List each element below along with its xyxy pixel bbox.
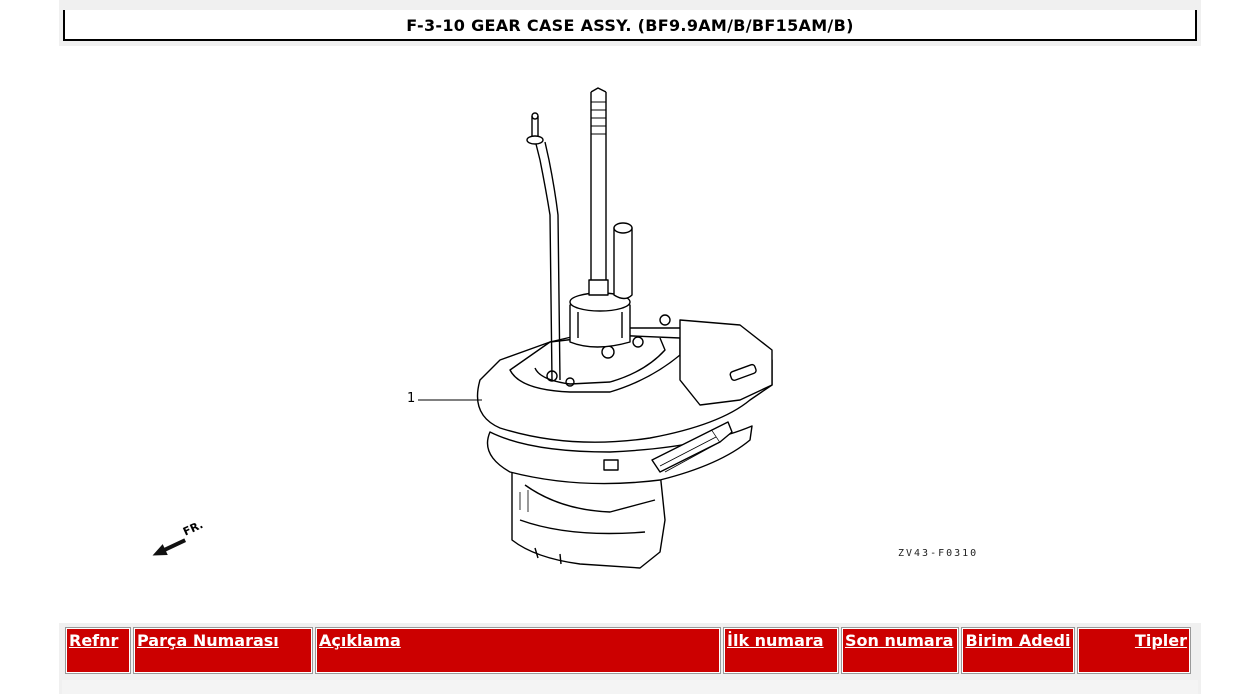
table-header-row: Refnr Parça Numarası Açıklama İlk numara…: [65, 627, 1191, 674]
col-header-first-number[interactable]: İlk numara: [723, 627, 839, 674]
col-header-last-number[interactable]: Son numara: [841, 627, 959, 674]
gear-case-lower: [511, 471, 666, 569]
title-box: F-3-10 GEAR CASE ASSY. (BF9.9AM/B/BF15AM…: [63, 10, 1197, 41]
col-header-unit-qty-link[interactable]: Birim Adedi: [965, 631, 1071, 650]
col-header-types-link[interactable]: Tipler: [1134, 631, 1187, 650]
callout-number: 1: [407, 391, 416, 406]
col-header-part-number[interactable]: Parça Numarası: [133, 627, 313, 674]
drive-shaft: [590, 92, 607, 295]
col-header-description[interactable]: Açıklama: [315, 627, 721, 674]
direction-label: FR.: [181, 518, 205, 538]
front-direction-arrow: FR.: [152, 518, 205, 556]
gear-case-plate: [486, 425, 753, 485]
col-header-types[interactable]: Tipler: [1077, 627, 1191, 674]
col-header-unit-qty[interactable]: Birim Adedi: [961, 627, 1075, 674]
col-header-refnr-link[interactable]: Refnr: [69, 631, 119, 650]
figure-code: ZV43-F0310: [898, 548, 979, 559]
col-header-refnr[interactable]: Refnr: [65, 627, 131, 674]
parts-diagram: FR.: [152, 87, 773, 569]
col-header-last-number-link[interactable]: Son numara: [845, 631, 954, 650]
table-body-top: [62, 680, 1198, 694]
page-title: F-3-10 GEAR CASE ASSY. (BF9.9AM/B/BF15AM…: [406, 16, 854, 35]
shift-rod: [535, 141, 561, 381]
col-header-first-number-link[interactable]: İlk numara: [727, 631, 824, 650]
col-header-part-number-link[interactable]: Parça Numarası: [137, 631, 279, 650]
col-header-description-link[interactable]: Açıklama: [319, 631, 401, 650]
parts-table: Refnr Parça Numarası Açıklama İlk numara…: [62, 627, 1194, 674]
